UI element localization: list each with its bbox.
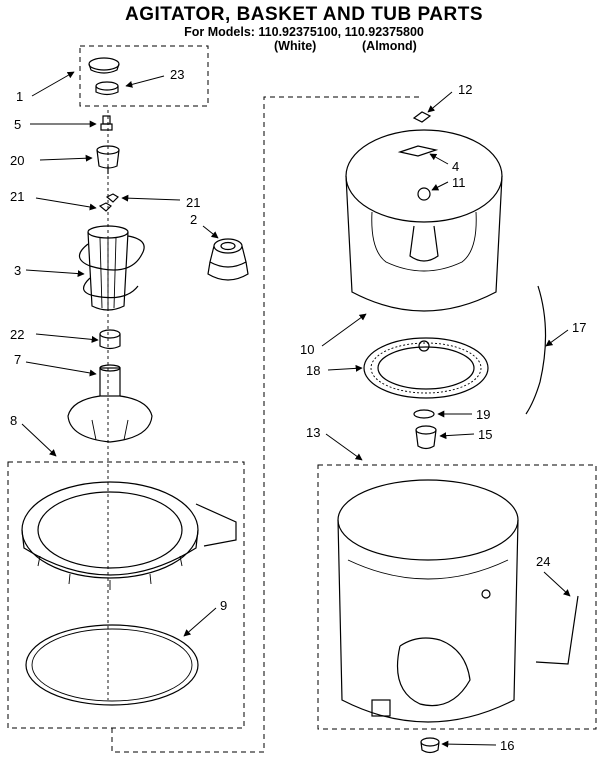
callout-19: 19 [476, 407, 490, 422]
callout-7: 7 [14, 352, 21, 367]
spin-basket [345, 129, 503, 312]
callout-2: 2 [190, 212, 197, 227]
callout-11: 11 [452, 175, 466, 190]
callout-9: 9 [220, 598, 227, 613]
callout-13: 13 [306, 425, 320, 440]
tub-plug [420, 737, 440, 754]
callout-leaders [21, 71, 571, 748]
agitator-base [67, 364, 153, 443]
tub-ring-seal [25, 624, 199, 706]
cap-group-box [79, 45, 209, 107]
retaining-ring [413, 409, 435, 419]
cap-ring [95, 81, 119, 96]
spline-coupling [99, 329, 121, 350]
callout-3: 3 [14, 263, 21, 278]
callout-5: 5 [14, 117, 21, 132]
callout-4: 4 [452, 159, 459, 174]
basket-hub-nut [415, 425, 437, 450]
callout-1: 1 [16, 89, 23, 104]
callout-21-left: 21 [10, 189, 24, 204]
tub-ring-group-box [7, 461, 245, 729]
callout-12: 12 [458, 82, 472, 97]
basket-clip [412, 111, 432, 123]
overflow-hose [525, 285, 547, 415]
group-connector-line [111, 96, 420, 753]
callout-15: 15 [478, 427, 492, 442]
agitator-cap [88, 57, 120, 74]
callout-21-right: 21 [186, 195, 200, 210]
agitator-cam [96, 145, 120, 174]
outer-tub [337, 479, 519, 723]
color-almond-label: (Almond) [362, 39, 417, 53]
callout-23: 23 [170, 67, 184, 82]
callout-18: 18 [306, 363, 320, 378]
callout-10: 10 [300, 342, 314, 357]
bolt [100, 115, 113, 131]
callout-8: 8 [10, 413, 17, 428]
agitator-barrel [78, 225, 145, 311]
page-title: AGITATOR, BASKET AND TUB PARTS [124, 4, 484, 25]
tub-ring [21, 481, 237, 590]
drive-bell [207, 238, 249, 281]
callout-16: 16 [500, 738, 514, 753]
drain-hose [535, 595, 579, 665]
outer-tub-group-box [317, 464, 597, 730]
callout-22: 22 [10, 327, 24, 342]
callout-20: 20 [10, 153, 24, 168]
model-numbers: For Models: 110.92375100, 110.92375800 [184, 25, 424, 39]
color-white-label: (White) [274, 39, 317, 53]
callout-17: 17 [572, 320, 586, 335]
callout-24: 24 [536, 554, 550, 569]
basket-drive-ring [363, 337, 489, 399]
color-variants: (White) (Almond) [274, 39, 417, 53]
agitator-dogs [98, 193, 119, 212]
